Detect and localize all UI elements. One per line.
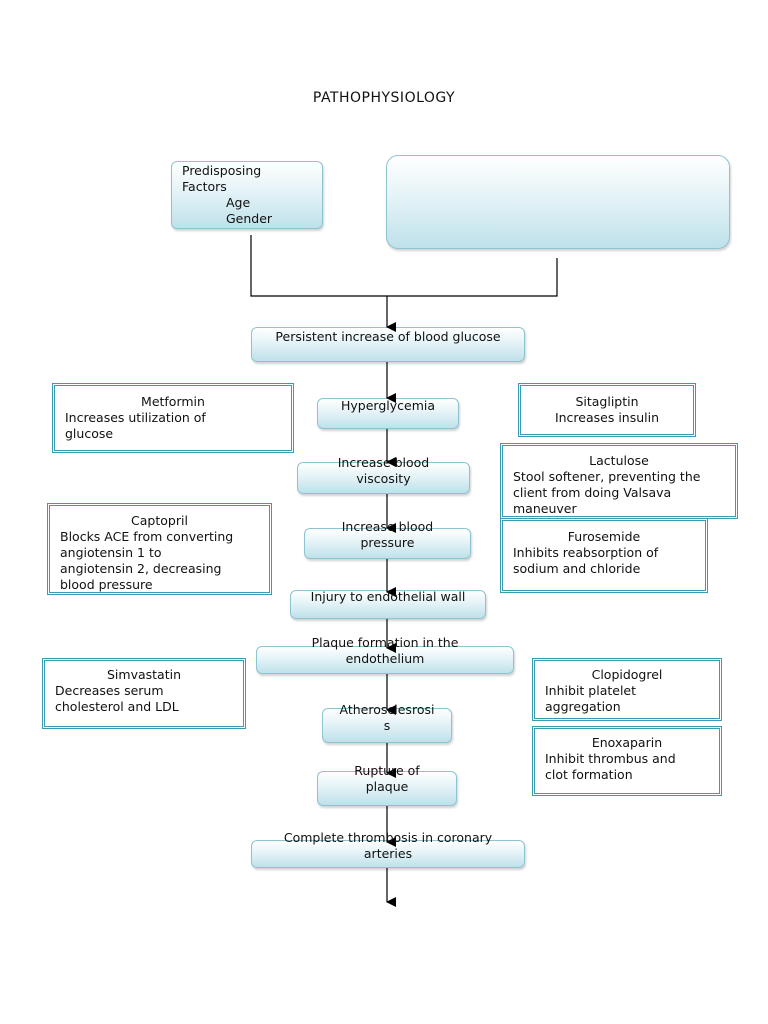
drug-desc-captopril-line3: angiotensin 2, decreasing [60, 561, 222, 576]
drug-name-clopidogrel: Clopidogrel [591, 667, 663, 682]
drug-name-simvastatin: Simvastatin [106, 667, 181, 682]
drug-box-lactulose: Lactulose Stool softener, preventing the… [500, 443, 738, 519]
precipitating-factors-box [386, 155, 730, 249]
drug-desc-furosemide-line1: Inhibits reabsorption of [513, 545, 659, 560]
drug-name-captopril: Captopril [131, 513, 188, 528]
drug-box-sitagliptin: Sitagliptin Increases insulin [518, 383, 696, 437]
predisposing-factor-gender: Gender [226, 211, 273, 226]
flow-step6-text-line2: endothelium [345, 651, 425, 666]
drug-box-captopril: Captopril Blocks ACE from converting ang… [47, 503, 272, 595]
flow-step8-text-line1: Rupture of [354, 763, 420, 778]
page-title: PATHOPHYSIOLOGY [312, 90, 456, 106]
flow-step2-text: Hyperglycemia [340, 398, 436, 413]
flow-step7-text-line2: s [383, 718, 391, 733]
drug-name-sitagliptin: Sitagliptin [575, 394, 639, 409]
flow-box-step2 [317, 398, 459, 429]
drug-desc-simvastatin-line2: cholesterol and LDL [55, 699, 179, 714]
drug-desc-lactulose-line2: client from doing Valsava [513, 485, 672, 500]
drug-name-furosemide: Furosemide [567, 529, 641, 544]
drug-desc-clopidogrel-line1: Inhibit platelet [545, 683, 637, 698]
drug-desc-enoxaparin-line1: Inhibit thrombus and [545, 751, 676, 766]
drug-desc-simvastatin-line1: Decreases serum [55, 683, 164, 698]
drug-box-furosemide: Furosemide Inhibits reabsorption of sodi… [500, 518, 708, 593]
drug-desc-captopril-line1: Blocks ACE from converting [60, 529, 234, 544]
flow-step6-text-line1: Plaque formation in the [311, 635, 459, 650]
drug-name-enoxaparin: Enoxaparin [591, 735, 663, 750]
flow-box-step6 [256, 646, 514, 674]
flow-step9-text-line1: Complete thrombosis in coronary [283, 830, 493, 845]
drug-box-clopidogrel: Clopidogrel Inhibit platelet aggregation [532, 658, 722, 721]
predisposing-label-line2: Factors [182, 179, 227, 194]
flow-step4-text-line2: pressure [360, 535, 415, 550]
drug-desc-captopril-line4: blood pressure [60, 577, 153, 592]
flow-step7-text-line1: Atherosclesrosi [339, 702, 435, 717]
drug-desc-enoxaparin-line2: clot formation [545, 767, 633, 782]
drug-name-metformin: Metformin [141, 394, 205, 409]
drug-desc-metformin-line2: glucose [65, 426, 114, 441]
drug-desc-captopril-line2: angiotensin 1 to [60, 545, 162, 560]
drug-desc-lactulose-line1: Stool softener, preventing the [513, 469, 701, 484]
drug-name-lactulose: Lactulose [589, 453, 649, 468]
flow-step9-text-line2: arteries [363, 846, 413, 861]
flow-step4-text-line1: Increase blood [341, 519, 434, 534]
drug-desc-clopidogrel-line2: aggregation [545, 699, 621, 714]
drug-desc-furosemide-line2: sodium and chloride [513, 561, 641, 576]
drug-box-enoxaparin: Enoxaparin Inhibit thrombus and clot for… [532, 726, 722, 796]
flow-step1-text: Persistent increase of blood glucose [275, 329, 501, 344]
drug-desc-sitagliptin-line1: Increases insulin [554, 410, 660, 425]
predisposing-factors-box: Predisposing Factors Age Gender [171, 161, 323, 229]
drug-desc-lactulose-line3: maneuver [513, 501, 577, 516]
predisposing-factor-age: Age [226, 195, 251, 210]
flow-step3-text-line1: Increase blood [337, 455, 430, 470]
flow-step8-text-line2: plaque [365, 779, 409, 794]
drug-box-simvastatin: Simvastatin Decreases serum cholesterol … [42, 658, 246, 729]
flow-step3-text-line2: viscosity [356, 471, 411, 486]
predisposing-label-line1: Predisposing [182, 163, 262, 178]
drug-desc-metformin-line1: Increases utilization of [65, 410, 206, 425]
flow-box-step3 [297, 462, 470, 494]
flow-step5-text: Injury to endothelial wall [310, 589, 466, 604]
drug-box-metformin: Metformin Increases utilization of gluco… [52, 383, 294, 453]
